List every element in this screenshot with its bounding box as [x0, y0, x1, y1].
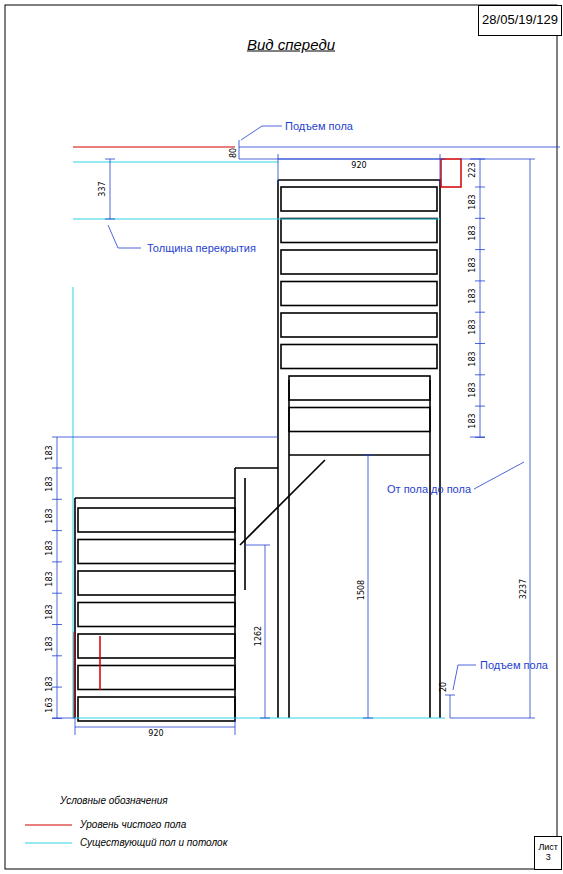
title-block-cell: 28/05/19/129: [478, 5, 562, 36]
dimension-value: 337: [99, 181, 107, 196]
drawing-title: Вид спереди: [247, 37, 335, 52]
dimension-value: 183: [469, 194, 477, 209]
legend-text: Уровень чистого пола: [80, 820, 186, 830]
annotation: Толщина перекрытия: [147, 243, 256, 254]
dimension-value: 183: [46, 604, 54, 619]
dimension-value: 1508: [358, 580, 366, 600]
legend-text: Существующий пол и потолок: [80, 838, 227, 848]
dimension-value: 183: [46, 571, 54, 586]
dimension-value: 183: [469, 319, 477, 334]
dimension-value: 920: [148, 730, 163, 738]
dimension-value: 183: [469, 351, 477, 366]
dimension-value: 183: [46, 676, 54, 691]
dimension-value: 183: [46, 445, 54, 460]
annotation: От пола до пола: [387, 484, 471, 495]
dimension-value: 163: [46, 697, 54, 712]
cell-text: 28/05/19/129: [482, 13, 558, 27]
cell-text: 3: [546, 853, 551, 863]
dimension-value: 183: [469, 225, 477, 240]
dimension-value: 183: [46, 540, 54, 555]
annotation: Подъем пола: [480, 660, 548, 671]
cell-text: Лист: [538, 843, 558, 853]
dimension-value: 183: [469, 382, 477, 397]
dimension-value: 183: [469, 257, 477, 272]
annotation: Условные обозначения: [60, 796, 168, 806]
dimension-value: 920: [351, 162, 366, 170]
dimension-value: 3237: [520, 579, 528, 599]
dimension-value: 223: [469, 162, 477, 177]
dimension-value: 183: [46, 508, 54, 523]
dimension-value: 80: [230, 148, 238, 158]
dimension-value: 1262: [255, 626, 263, 646]
dimension-value: 183: [469, 288, 477, 303]
title-block-cell: Лист3: [534, 836, 562, 870]
dimension-value: 183: [469, 413, 477, 428]
annotation: Подъем пола: [285, 121, 353, 132]
dimension-value: 20: [440, 682, 448, 692]
dimension-value: 183: [46, 636, 54, 651]
dimension-value: 183: [46, 476, 54, 491]
